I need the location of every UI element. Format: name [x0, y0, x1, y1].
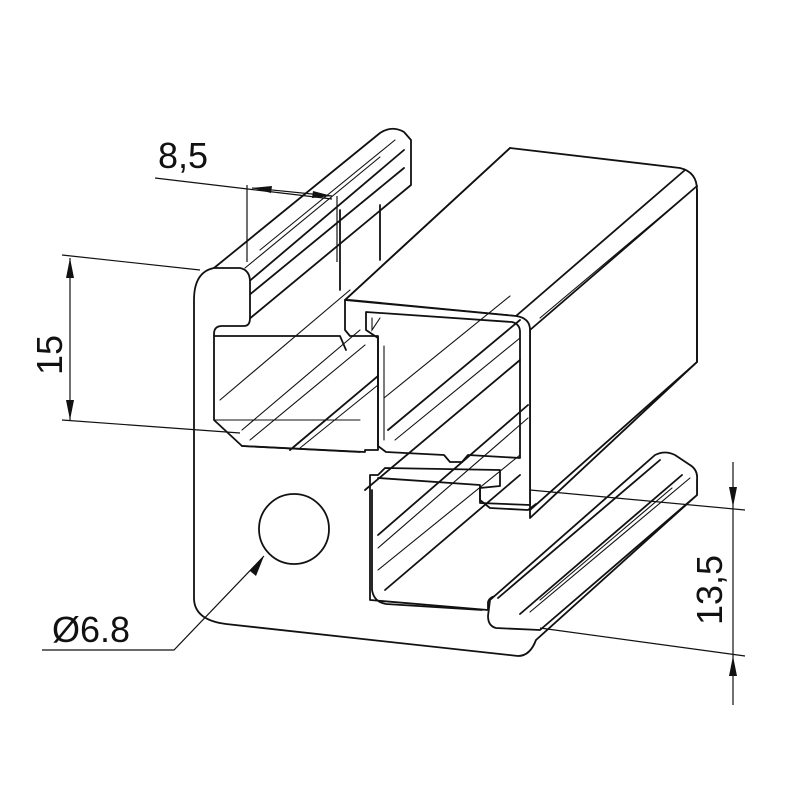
front-face — [193, 267, 699, 657]
dimension-width-top: 8,5 — [154, 135, 338, 262]
dimension-height-left: 15 — [29, 254, 241, 434]
dimension-label-height-left: 15 — [29, 335, 70, 375]
dimension-hole-diameter: Ø6.8 — [42, 555, 265, 651]
channel-rails — [219, 289, 529, 591]
dimension-label-width: 8,5 — [158, 135, 208, 176]
dimension-height-right: 13,5 — [529, 462, 746, 705]
mounting-hole — [258, 493, 330, 565]
dimension-label-height-right: 13,5 — [689, 555, 730, 625]
dimension-label-diameter: Ø6.8 — [52, 609, 130, 650]
bottom-right-flange — [487, 451, 699, 631]
